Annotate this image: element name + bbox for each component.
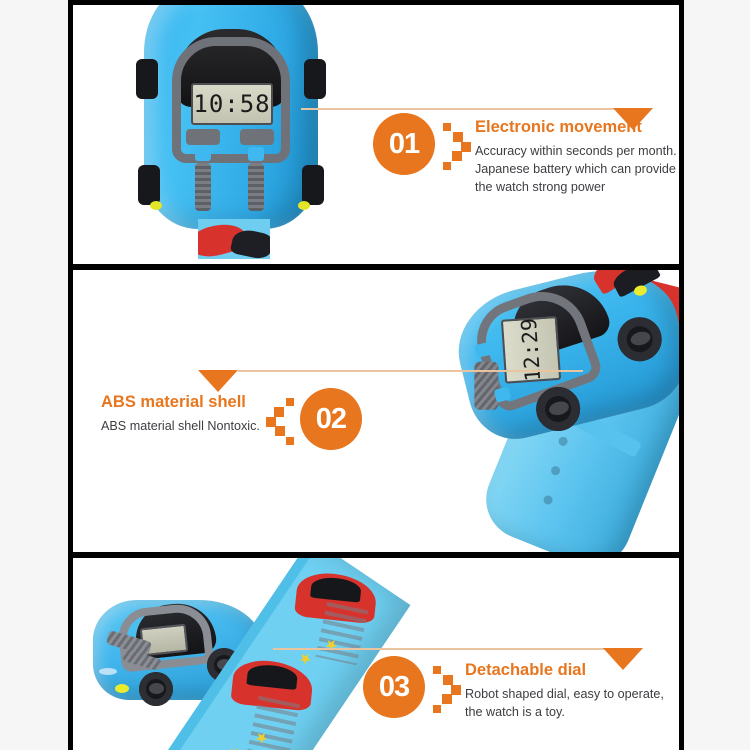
watch-photo-angled-view: 12:29 (403, 270, 679, 552)
dot-arrow-icon (265, 396, 296, 446)
feature-heading-03: Detachable dial (465, 661, 587, 679)
strap-hole (549, 464, 562, 477)
wheel-top-right (304, 59, 326, 99)
badge-number-03: 03 (363, 656, 425, 718)
leader-arrow-01 (613, 108, 653, 130)
grille-right (248, 163, 264, 211)
blue-tab-right (248, 147, 264, 161)
dot-arrow-icon (431, 664, 461, 714)
wheel-top-left (136, 59, 158, 99)
star-icon: ★ (294, 648, 316, 670)
front-light (99, 668, 117, 675)
wheel-bottom-left (138, 165, 160, 205)
wheel-bottom-right (302, 165, 324, 205)
callout-text-02: ABS material shell ABS material shell No… (101, 388, 260, 435)
star-icon: ★ (224, 743, 245, 750)
strap-hole (542, 494, 554, 506)
feature-body-02: ABS material shell Nontoxic. (101, 418, 260, 433)
strap-lower (198, 219, 270, 259)
callout-text-03: Detachable dial Robot shaped dial, easy … (465, 656, 670, 721)
badge-number-01: 01 (373, 113, 435, 175)
badge-number-02: 02 (299, 388, 362, 450)
framed-panel: 10:58 01 Electronic movement (68, 0, 684, 750)
callout-01: 01 Electronic movement Accuracy within s… (373, 113, 679, 196)
leader-arrow-03 (603, 648, 643, 670)
section-divider-1 (73, 264, 679, 270)
leader-line-02 (238, 370, 583, 372)
feature-heading-01: Electronic movement (475, 118, 642, 136)
blue-tab-left (195, 147, 211, 161)
callout-03: 03 Detachable dial Robot shaped dial, ea… (363, 656, 670, 721)
strap-hole (557, 435, 569, 448)
leader-line-03 (273, 648, 613, 650)
feature-section-03: ★ ★ ★ ★ ★ 03 Detachable dial Robot shape… (73, 558, 679, 750)
feature-body-03: Robot shaped dial, easy to operate, the … (465, 686, 664, 719)
headlight-right (298, 201, 310, 210)
panel-top-border (73, 0, 679, 5)
feature-section-01: 10:58 01 Electronic movement (73, 5, 679, 264)
lcd-display: 10:58 (191, 83, 273, 125)
headlight-left (150, 201, 162, 210)
callout-02: ABS material shell ABS material shell No… (101, 388, 362, 450)
section-divider-2 (73, 552, 679, 558)
feature-body-01: Accuracy within seconds per month. Japan… (475, 143, 677, 194)
watch-photo-front-view: 10:58 (136, 5, 326, 259)
feature-section-02: 12:29 ABS material shell ABS material sh… (73, 270, 679, 552)
hood-frame (172, 37, 290, 163)
dot-arrow-icon (441, 121, 471, 171)
headlight (115, 684, 129, 693)
grille-left (195, 163, 211, 211)
bumper-left (186, 129, 220, 145)
callout-text-01: Electronic movement Accuracy within seco… (475, 113, 679, 196)
feature-heading-02: ABS material shell (101, 393, 246, 411)
leader-arrow-02 (198, 370, 238, 392)
leader-line-01 (301, 108, 623, 110)
bumper-right (240, 129, 274, 145)
wheel-front (139, 672, 173, 706)
side-grille (474, 361, 499, 410)
lcd-display: 12:29 (500, 315, 562, 384)
